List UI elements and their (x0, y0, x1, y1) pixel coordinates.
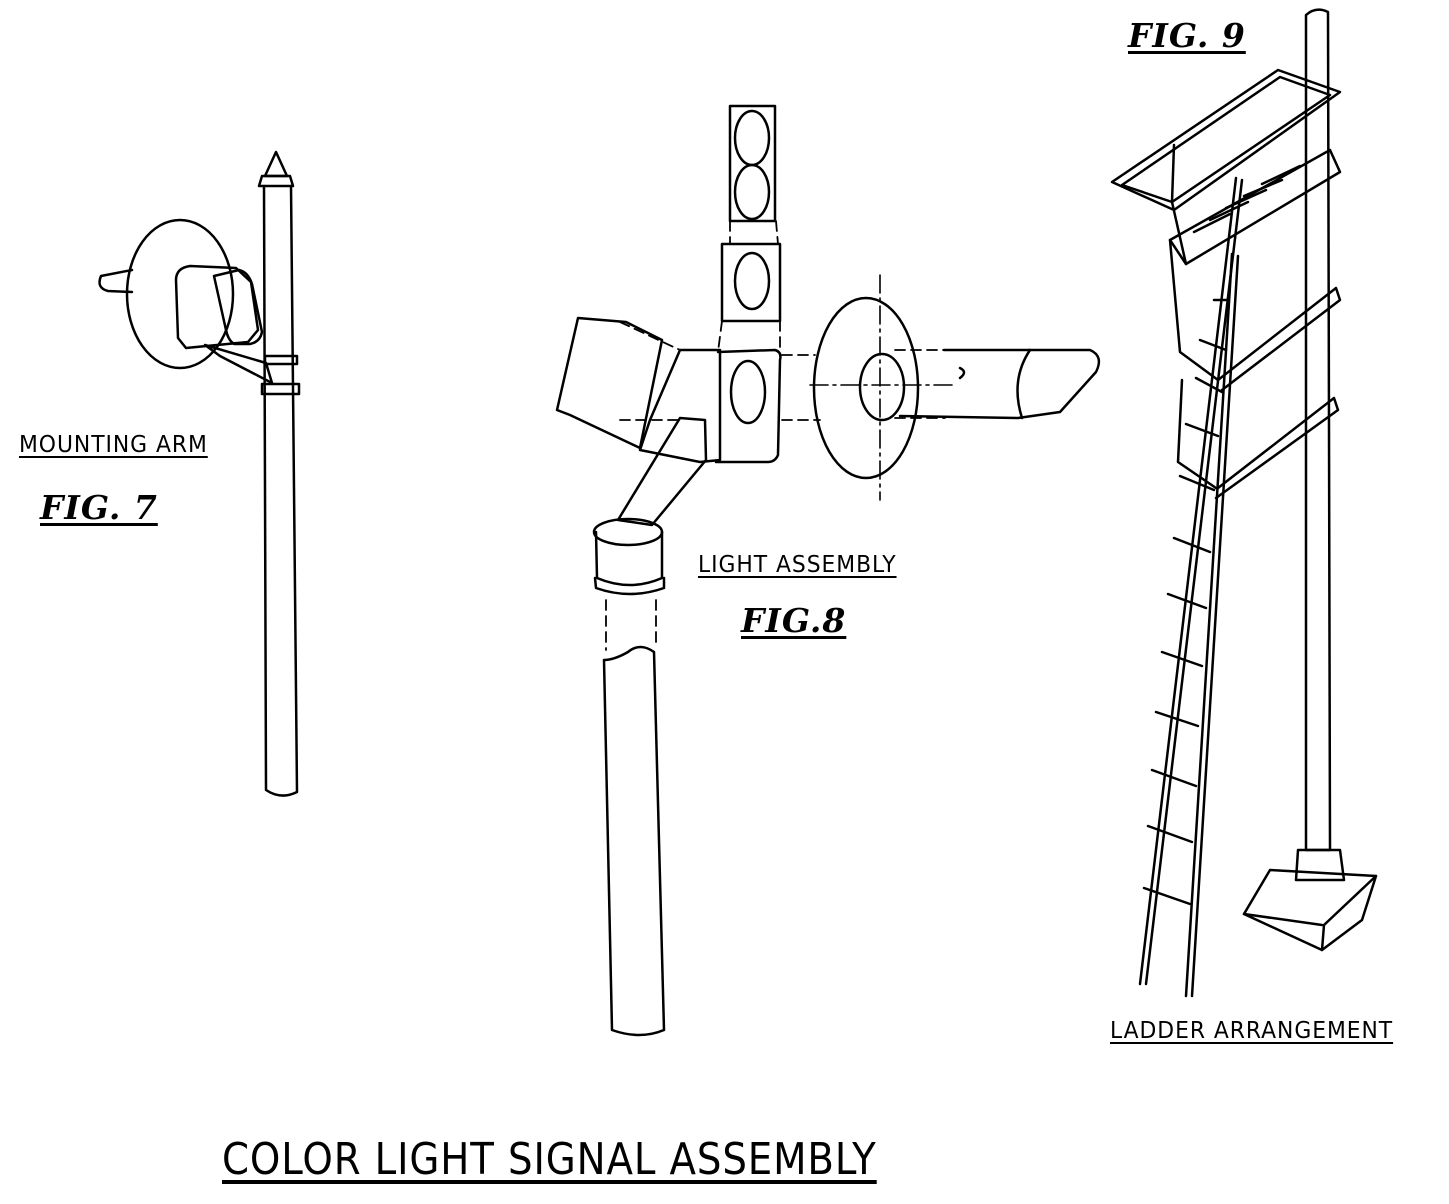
fig8-mast-ring-band (595, 578, 664, 594)
fig7-cap (259, 176, 293, 186)
sheet-title: COLOR LIGHT SIGNAL ASSEMBLY (222, 1134, 877, 1185)
fig9-base-plinth (1244, 870, 1376, 950)
fig8-backplate-hole (860, 354, 904, 420)
fig7-label: FIG. 7 (40, 488, 158, 527)
fig8-pipe (900, 350, 1099, 418)
fig8-lower-lamp-box (716, 350, 780, 462)
fig8-drawing (557, 106, 1099, 1035)
fig8-arm (618, 418, 706, 525)
fig9-ladder-rungs (1144, 300, 1228, 904)
fig8-pipe-cut (960, 368, 964, 378)
fig8-upper-lamp-box (730, 106, 775, 221)
fig8-mast-ring (596, 532, 662, 585)
fig7-finial (265, 152, 287, 176)
fig8-lens-2 (735, 165, 769, 219)
fig7-stub (100, 270, 132, 292)
fig9-ladder-rail-right (1186, 254, 1232, 996)
fig9-ladder-rail-left-2 (1146, 180, 1242, 984)
fig9-label: FIG. 9 (1128, 16, 1246, 55)
fig8-hood (557, 318, 662, 448)
fig9-ladder-rail-left (1140, 178, 1236, 984)
fig8-middle-lamp-box (722, 244, 780, 321)
fig7-drawing (100, 152, 299, 796)
fig8-pipe-end (1018, 350, 1031, 418)
fig9-base-edge (1322, 876, 1376, 950)
fig7-pole (264, 186, 297, 796)
fig9-drawing (1112, 10, 1376, 996)
fig8-lens-4 (731, 361, 765, 423)
fig8-hidden-lines (606, 221, 945, 650)
light-assembly-caption: LIGHT ASSEMBLY (698, 552, 897, 578)
fig7-head-hood (214, 270, 262, 344)
fig9-ladder-rail-right-2 (1192, 256, 1238, 996)
fig8-lens-1 (735, 111, 769, 165)
fig7-bracket (205, 345, 272, 383)
fig9-platform-top-inner (1122, 77, 1330, 202)
fig9-cage-side (1170, 240, 1218, 380)
fig7-backplate (127, 220, 233, 368)
fig8-mast-ring-top (594, 519, 662, 545)
fig8-label: FIG.8 (741, 601, 847, 640)
fig9-platform-top (1112, 70, 1340, 210)
fig8-centre-lines (810, 275, 955, 500)
fig9-platform-lower (1170, 150, 1340, 264)
fig8-housing (640, 350, 720, 462)
fig9-guard-ring-1 (1218, 288, 1340, 390)
fig7-head-body (176, 266, 258, 348)
fig9-guard-ring-2 (1216, 398, 1338, 498)
fig7-collar-upper (265, 356, 297, 364)
fig7-collar-lower (262, 384, 299, 394)
fig9-mast (1306, 10, 1330, 850)
fig8-mast (604, 647, 664, 1035)
fig8-backplate (814, 298, 918, 478)
fig9-cage-side-2 (1178, 380, 1216, 488)
ladder-arrangement-caption: LADDER ARRANGEMENT (1110, 1018, 1394, 1044)
mounting-arm-caption: MOUNTING ARM (19, 432, 208, 458)
fig8-lens-3 (735, 253, 769, 309)
fig9-base-collar (1296, 850, 1344, 880)
